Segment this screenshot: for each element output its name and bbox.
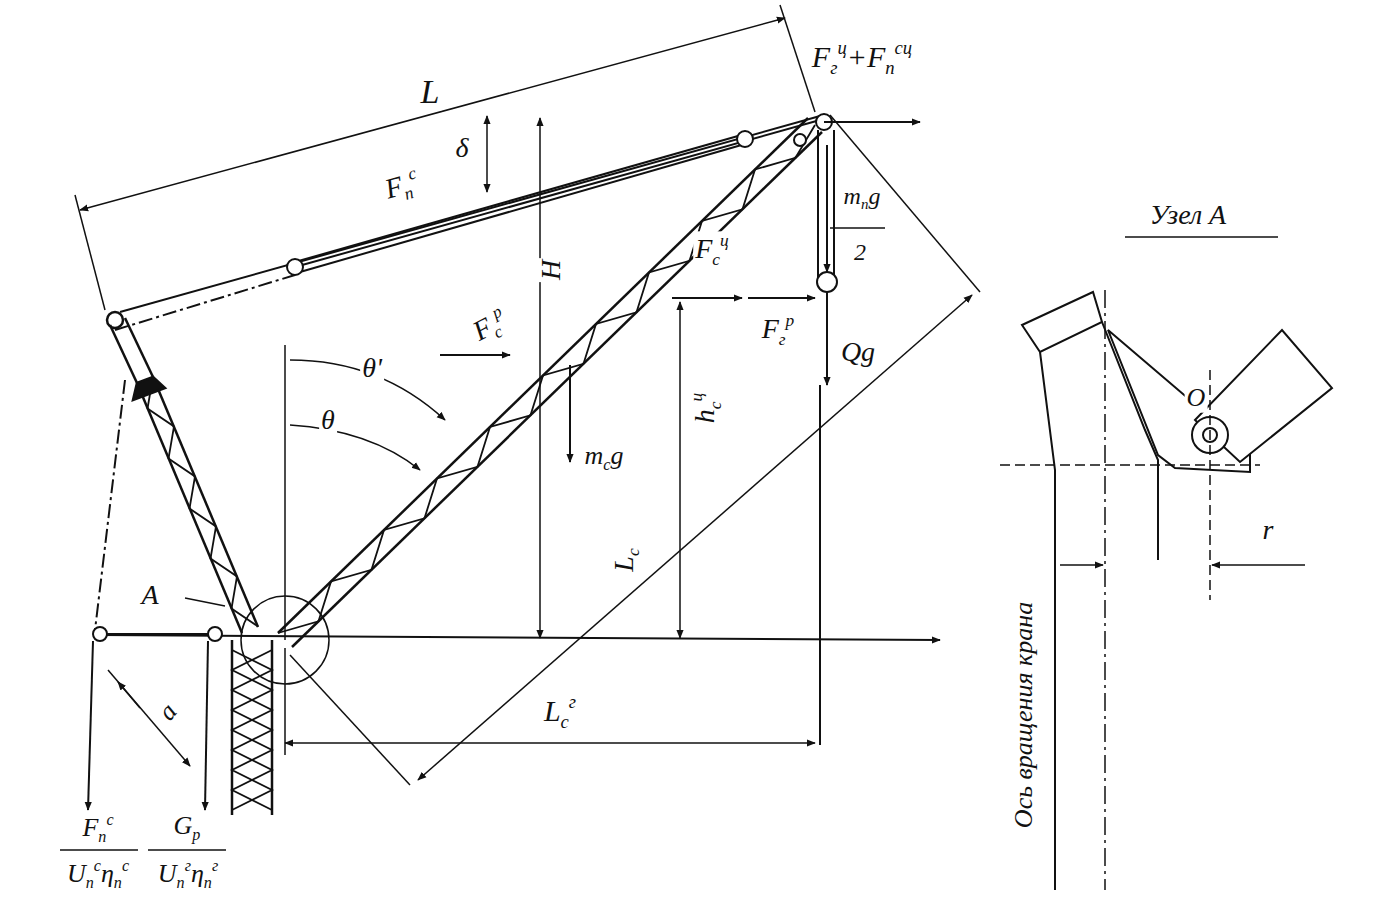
force-label: Fгр <box>760 311 797 348</box>
dimension-label: r <box>1261 515 1276 546</box>
force-label: Qg <box>839 337 877 368</box>
point-label: O <box>1185 384 1208 413</box>
force-label: Fгц+Fпсц <box>810 38 914 78</box>
detail-title: Узел А <box>1148 200 1228 231</box>
dimension-label: H <box>536 258 567 282</box>
angle-label: δ <box>453 133 470 164</box>
angle-label: θ' <box>360 353 384 384</box>
dimension-lines <box>75 5 980 785</box>
fraction-denominator: Uпгηпг <box>156 857 220 892</box>
fraction-denominator: Uпсηпс <box>65 857 131 892</box>
detail-a-drawing <box>1000 237 1332 890</box>
force-label: mсg <box>583 442 626 473</box>
force-label: Fпс <box>379 163 425 209</box>
rope-pull-arrows <box>60 627 226 850</box>
base-line <box>100 635 940 640</box>
force-label: mпg <box>842 183 883 213</box>
angle-label: θ <box>319 405 337 436</box>
boom-hoist-rope <box>95 116 820 630</box>
fraction-denominator: 2 <box>852 239 868 265</box>
mast-truss <box>232 640 272 815</box>
node-label: A <box>139 580 160 611</box>
strut-truss <box>107 312 258 633</box>
force-arrows <box>440 148 815 462</box>
force-label: Fсц <box>693 231 731 268</box>
dimension-label: hсц <box>687 391 724 425</box>
axis-label: Ось вращения крана <box>1010 600 1039 830</box>
force-label: Fср <box>465 301 516 352</box>
boom-truss <box>278 118 822 647</box>
dimension-label: Lсг <box>542 692 578 732</box>
fraction-numerator: Gр <box>172 812 203 843</box>
dimension-label: L <box>419 73 442 110</box>
dimension-label: Lс <box>609 546 643 573</box>
hook-block <box>816 114 920 745</box>
dimension-label: a <box>152 696 185 727</box>
fraction-numerator: Fпс <box>80 811 115 846</box>
